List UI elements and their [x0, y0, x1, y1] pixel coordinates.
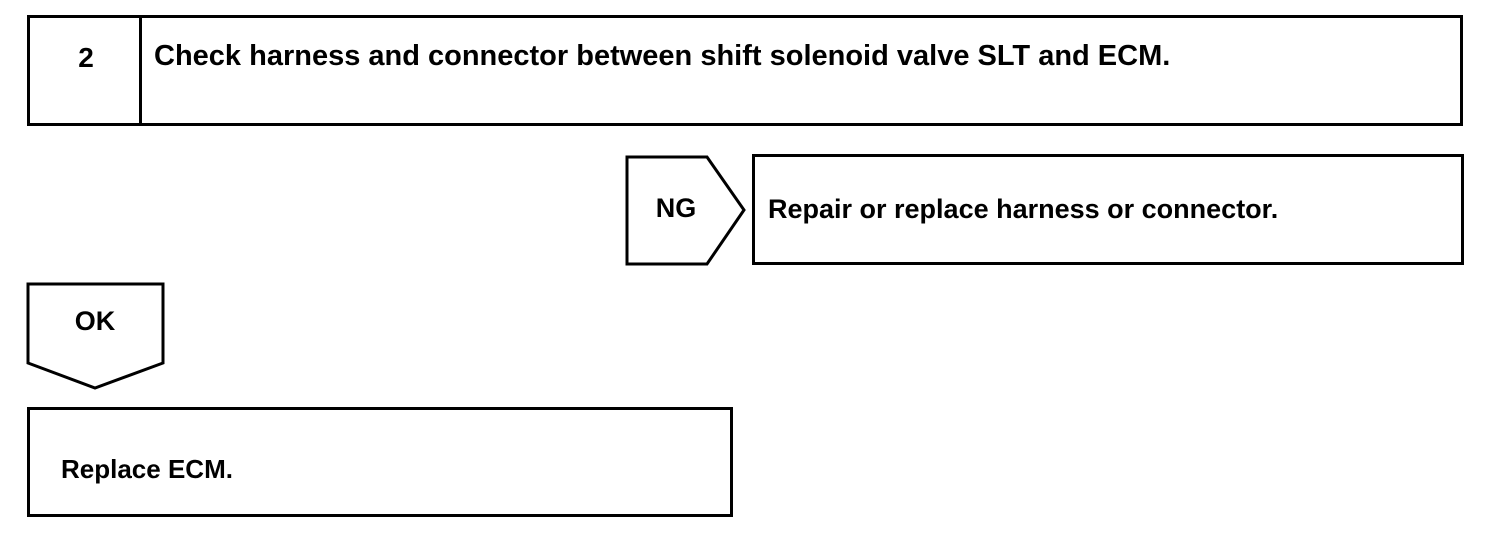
- ng-label: NG: [655, 193, 697, 223]
- ng-action-box: Repair or replace harness or connector.: [752, 154, 1464, 265]
- ok-label: OK: [74, 306, 116, 336]
- step-number: 2: [78, 42, 94, 73]
- step-box: 2 Check harness and connector between sh…: [27, 15, 1463, 126]
- ok-action-text: Replace ECM.: [61, 454, 233, 484]
- ng-action-text: Repair or replace harness or connector.: [768, 194, 1279, 224]
- step-number-cell: 2: [30, 18, 142, 123]
- step-title: Check harness and connector between shif…: [154, 40, 1171, 72]
- ok-action-box: Replace ECM.: [27, 407, 733, 517]
